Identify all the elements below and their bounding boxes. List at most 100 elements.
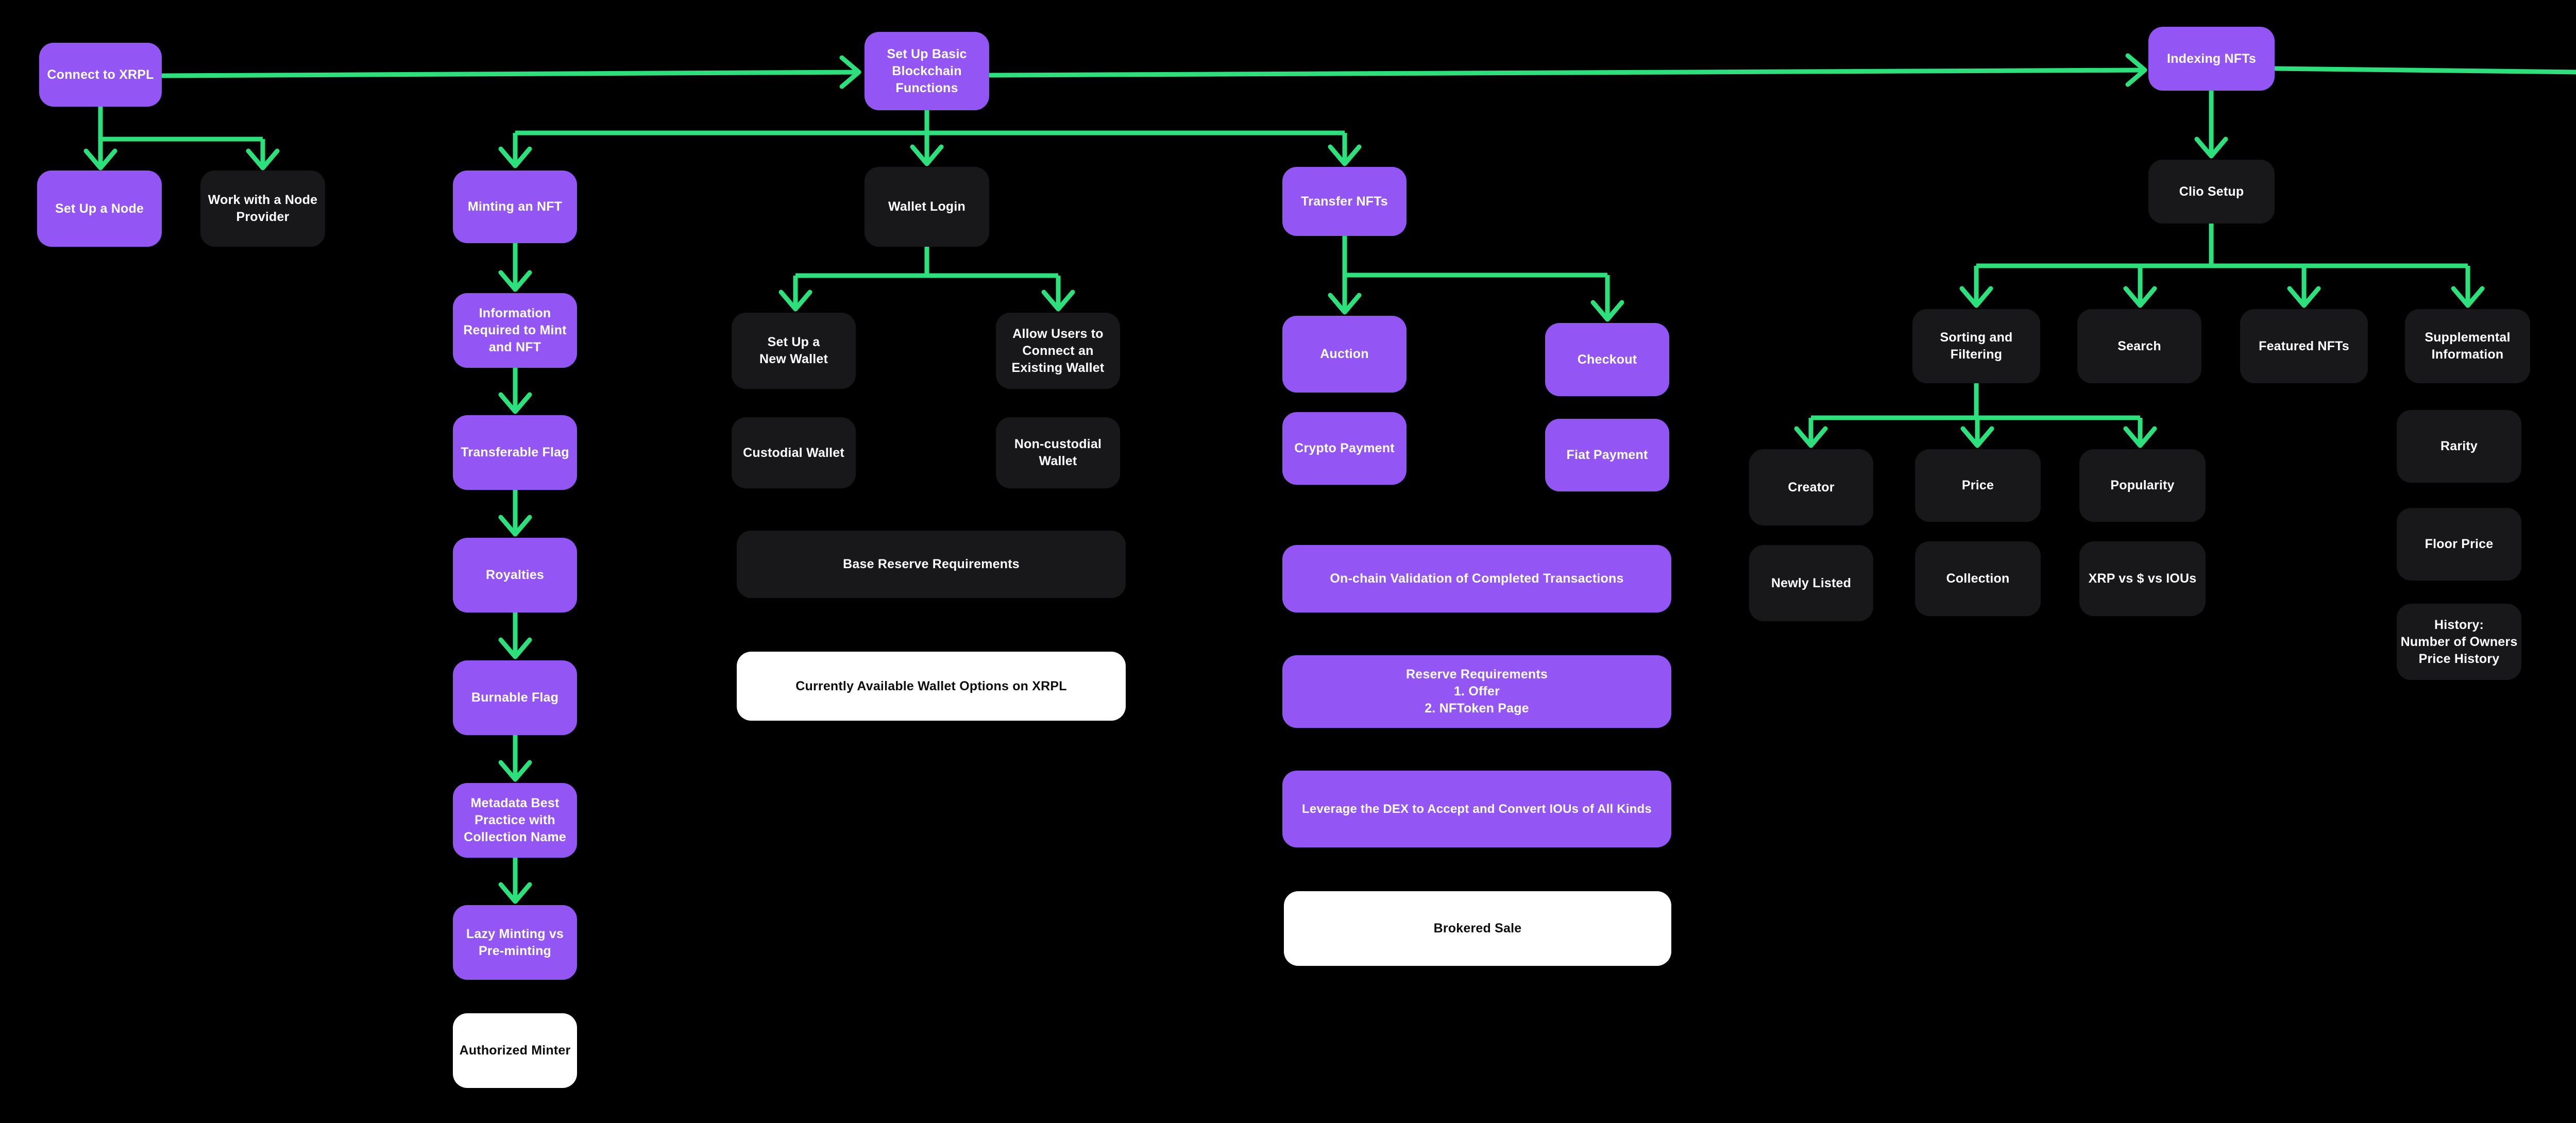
featured-nfts-node[interactable]: Featured NFTs <box>2240 309 2368 383</box>
reserve-requirements-node[interactable]: Reserve Requirements 1. Offer 2. NFToken… <box>1282 655 1671 728</box>
edge-arrowhead <box>1328 144 1362 166</box>
metadata-best-practice-node[interactable]: Metadata Best Practice with Collection N… <box>453 783 577 858</box>
featured-nfts-label: Featured NFTs <box>2259 338 2349 353</box>
supplemental-information-node[interactable]: Supplemental Information <box>2405 309 2530 383</box>
edge-line <box>161 70 859 78</box>
onchain-validation-node[interactable]: On-chain Validation of Completed Transac… <box>1282 545 1671 612</box>
indexing-nfts-node[interactable]: Indexing NFTs <box>2148 27 2275 91</box>
edge-arrowhead <box>910 144 944 166</box>
edge-arrowhead <box>778 290 812 312</box>
edge-arrowhead <box>1590 300 1624 322</box>
history-owners-price-node[interactable]: History: Number of Owners Price History <box>2397 604 2521 680</box>
work-with-a-node-provider-label: Work with a Node Provider <box>208 193 318 224</box>
set-up-a-node-label: Set Up a Node <box>55 201 144 216</box>
non-custodial-wallet-node[interactable]: Non-custodial Wallet <box>996 417 1120 488</box>
allow-users-connect-wallet-node[interactable]: Allow Users to Connect an Existing Walle… <box>996 313 1120 389</box>
burnable-flag-node[interactable]: Burnable Flag <box>453 660 577 735</box>
connect-to-xrpl-label: Connect to XRPL <box>47 67 154 82</box>
wallet-login-label: Wallet Login <box>888 199 966 214</box>
edge-arrowhead <box>498 515 532 537</box>
supplemental-information-label: Supplemental Information <box>2425 330 2511 362</box>
non-custodial-wallet-label: Non-custodial Wallet <box>1014 437 1102 468</box>
custodial-wallet-node[interactable]: Custodial Wallet <box>732 417 856 488</box>
popularity-node[interactable]: Popularity <box>2079 449 2206 522</box>
set-up-basic-blockchain-label: Set Up Basic Blockchain Functions <box>887 46 967 95</box>
transfer-nfts-label: Transfer NFTs <box>1301 194 1388 209</box>
leverage-the-dex-node[interactable]: Leverage the DEX to Accept and Convert I… <box>1282 771 1671 847</box>
edge-arrowhead <box>498 882 532 904</box>
authorized-minter-node[interactable]: Authorized Minter <box>453 1013 577 1088</box>
authorized-minter-label: Authorized Minter <box>459 1043 571 1058</box>
edge-arrowhead <box>2194 137 2228 159</box>
edge-line <box>989 67 2145 78</box>
auction-label: Auction <box>1320 347 1369 361</box>
edge-arrowhead <box>498 270 532 292</box>
sorting-and-filtering-node[interactable]: Sorting and Filtering <box>1912 309 2040 383</box>
checkout-label: Checkout <box>1577 352 1637 367</box>
crypto-payment-node[interactable]: Crypto Payment <box>1282 412 1406 485</box>
burnable-flag-label: Burnable Flag <box>471 690 559 705</box>
edge-arrowhead <box>498 637 532 659</box>
edge-arrowhead <box>839 55 861 89</box>
edge-line <box>2274 66 2576 75</box>
crypto-payment-label: Crypto Payment <box>1294 441 1395 455</box>
clio-setup-node[interactable]: Clio Setup <box>2148 160 2275 224</box>
edge-arrowhead <box>1960 426 1994 448</box>
onchain-validation-label: On-chain Validation of Completed Transac… <box>1330 571 1624 586</box>
base-reserve-requirements-label: Base Reserve Requirements <box>843 557 1020 571</box>
floor-price-label: Floor Price <box>2425 537 2494 551</box>
edge-arrowhead <box>2123 426 2157 448</box>
custodial-wallet-label: Custodial Wallet <box>743 445 844 460</box>
brokered-sale-node[interactable]: Brokered Sale <box>1284 891 1671 966</box>
edge-arrowhead <box>2287 286 2321 308</box>
edge-arrowhead <box>1041 290 1075 312</box>
xrp-vs-usd-vs-ious-label: XRP vs $ vs IOUs <box>2088 571 2197 586</box>
connect-to-xrpl-node[interactable]: Connect to XRPL <box>39 43 162 107</box>
edge-arrowhead <box>83 148 117 171</box>
metadata-best-practice-label: Metadata Best Practice with Collection N… <box>464 796 566 844</box>
auction-node[interactable]: Auction <box>1282 316 1406 393</box>
currently-available-wallets-label: Currently Available Wallet Options on XR… <box>795 678 1067 693</box>
price-label: Price <box>1961 478 1994 492</box>
work-with-a-node-provider-node[interactable]: Work with a Node Provider <box>200 171 325 247</box>
currently-available-wallets-node[interactable]: Currently Available Wallet Options on XR… <box>737 652 1126 721</box>
clio-setup-label: Clio Setup <box>2179 184 2244 199</box>
edge-arrowhead <box>498 146 532 168</box>
collection-node[interactable]: Collection <box>1915 541 2041 616</box>
set-up-a-new-wallet-node[interactable]: Set Up a New Wallet <box>732 313 856 389</box>
indexing-nfts-label: Indexing NFTs <box>2167 51 2256 66</box>
transfer-nfts-node[interactable]: Transfer NFTs <box>1282 167 1406 236</box>
creator-node[interactable]: Creator <box>1749 449 1873 525</box>
search-node[interactable]: Search <box>2077 309 2201 383</box>
search-label: Search <box>2117 338 2161 353</box>
royalties-node[interactable]: Royalties <box>453 538 577 612</box>
base-reserve-requirements-node[interactable]: Base Reserve Requirements <box>737 531 1126 598</box>
newly-listed-node[interactable]: Newly Listed <box>1749 545 1873 621</box>
wallet-login-node[interactable]: Wallet Login <box>865 167 989 247</box>
history-owners-price-label: History: Number of Owners Price History <box>2400 617 2518 666</box>
rarity-node[interactable]: Rarity <box>2397 410 2521 483</box>
edge-arrowhead <box>2451 286 2485 308</box>
floor-price-node[interactable]: Floor Price <box>2397 508 2521 581</box>
lazy-minting-vs-preminting-node[interactable]: Lazy Minting vs Pre-minting <box>453 905 577 980</box>
transferable-flag-node[interactable]: Transferable Flag <box>453 415 577 490</box>
edge-arrowhead <box>246 148 280 171</box>
fiat-payment-label: Fiat Payment <box>1566 448 1648 462</box>
reserve-requirements-label: Reserve Requirements 1. Offer 2. NFToken… <box>1406 667 1548 716</box>
price-node[interactable]: Price <box>1915 449 2041 522</box>
fiat-payment-node[interactable]: Fiat Payment <box>1545 419 1669 491</box>
checkout-node[interactable]: Checkout <box>1545 323 1669 396</box>
sorting-and-filtering-label: Sorting and Filtering <box>1940 330 2013 362</box>
information-required-node[interactable]: Information Required to Mint and NFT <box>453 293 577 368</box>
minting-an-nft-node[interactable]: Minting an NFT <box>453 171 577 243</box>
lazy-minting-vs-preminting-label: Lazy Minting vs Pre-minting <box>466 926 564 958</box>
set-up-basic-blockchain-node[interactable]: Set Up Basic Blockchain Functions <box>865 32 989 110</box>
edge-arrowhead <box>2125 53 2147 87</box>
minting-an-nft-label: Minting an NFT <box>467 199 563 214</box>
xrp-vs-usd-vs-ious-node[interactable]: XRP vs $ vs IOUs <box>2079 541 2206 616</box>
set-up-a-new-wallet-label: Set Up a New Wallet <box>759 335 828 366</box>
set-up-a-node-node[interactable]: Set Up a Node <box>37 171 162 247</box>
edge-arrowhead <box>2123 286 2157 308</box>
edge-arrowhead <box>498 392 532 414</box>
